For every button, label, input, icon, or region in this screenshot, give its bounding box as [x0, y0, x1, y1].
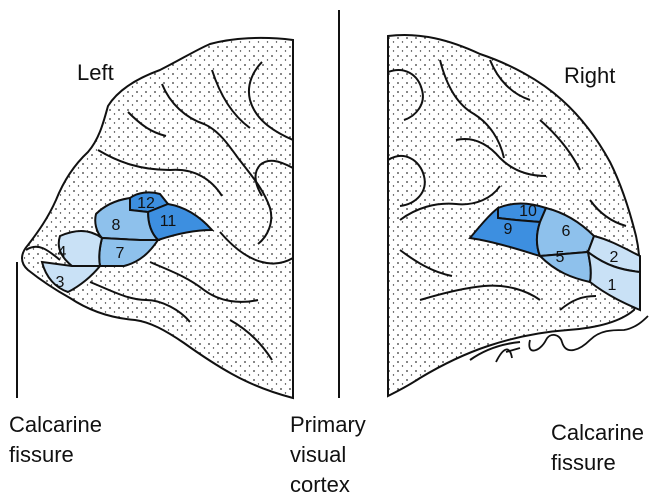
- region-label-7: 7: [116, 245, 125, 262]
- right-hemisphere-label: Right: [564, 61, 615, 91]
- region-label-6: 6: [562, 223, 571, 240]
- region-label-12: 12: [137, 195, 155, 212]
- region-label-1: 1: [608, 277, 617, 294]
- left-hemisphere: 12 8 11 4 7 3: [17, 38, 293, 398]
- region-label-3: 3: [56, 274, 65, 291]
- calcarine-fissure-label-left: Calcarine fissure: [9, 410, 102, 470]
- region-label-5: 5: [556, 249, 565, 266]
- primary-visual-cortex-label: Primary visual cortex: [290, 410, 366, 500]
- region-label-11: 11: [160, 213, 177, 230]
- calcarine-fissure-label-right: Calcarine fissure: [551, 418, 644, 478]
- left-hemisphere-label: Left: [77, 58, 114, 88]
- region-label-4: 4: [58, 244, 67, 261]
- region-label-8: 8: [112, 217, 121, 234]
- region-label-9: 9: [504, 221, 513, 238]
- region-label-2: 2: [610, 249, 619, 266]
- region-label-10: 10: [519, 203, 537, 220]
